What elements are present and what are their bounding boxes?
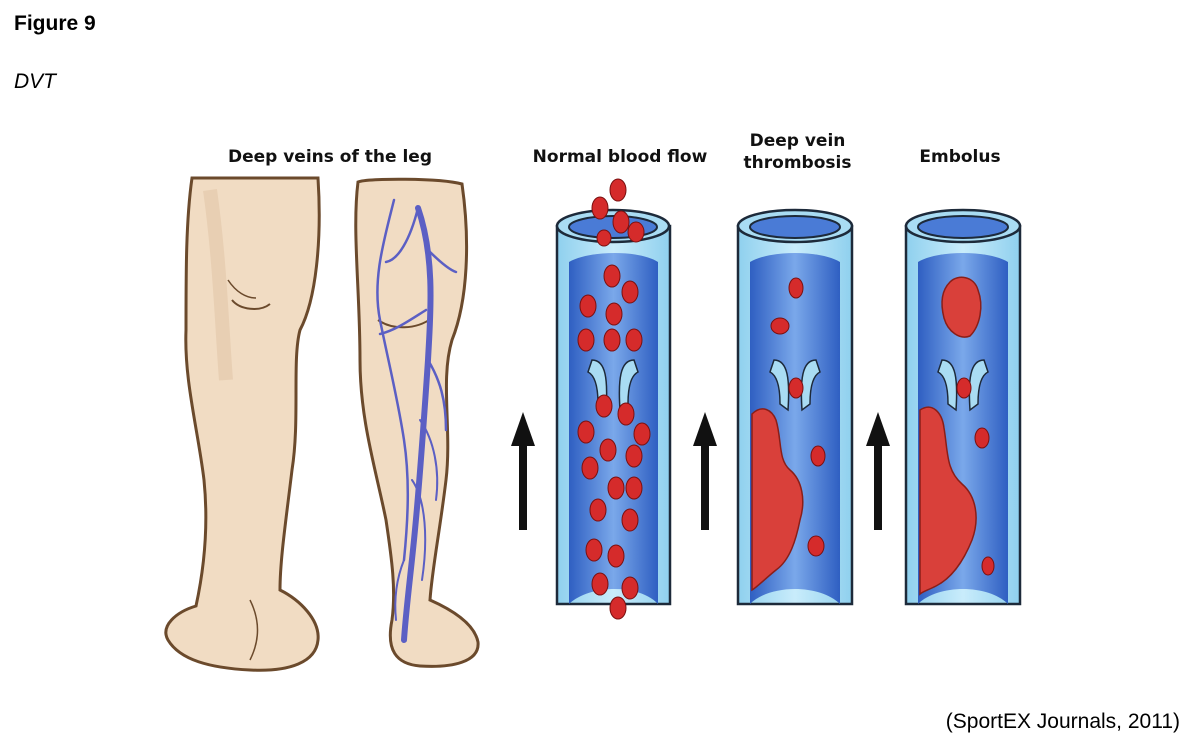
embolus-residual-clot [919, 406, 977, 596]
flow-arrows [511, 412, 890, 530]
flow-arrow-2 [693, 412, 717, 530]
credit: (SportEX Journals, 2011) [945, 710, 1180, 733]
leg-back [354, 177, 480, 668]
embolus-label: Embolus [919, 147, 1001, 167]
figure-subtitle: DVT [14, 70, 56, 93]
vessel-embolus [904, 208, 1022, 606]
dvt-clot [751, 408, 804, 592]
flow-arrow-3 [866, 412, 890, 530]
vessel-normal [555, 178, 672, 620]
dvt-label-line2: thrombosis [743, 153, 852, 173]
leg-front [164, 176, 321, 672]
deep-veins [376, 198, 458, 643]
normal-flow-label: Normal blood flow [532, 147, 708, 167]
dvt-label-line1: Deep vein [749, 131, 846, 151]
figure-title: Figure 9 [14, 12, 96, 35]
flow-arrow-1 [511, 412, 535, 530]
embolus-clot [941, 276, 982, 338]
legs-label: Deep veins of the leg [227, 147, 433, 167]
vessel-dvt [736, 208, 854, 606]
dvt-label: Deep vein thrombosis [715, 130, 880, 174]
